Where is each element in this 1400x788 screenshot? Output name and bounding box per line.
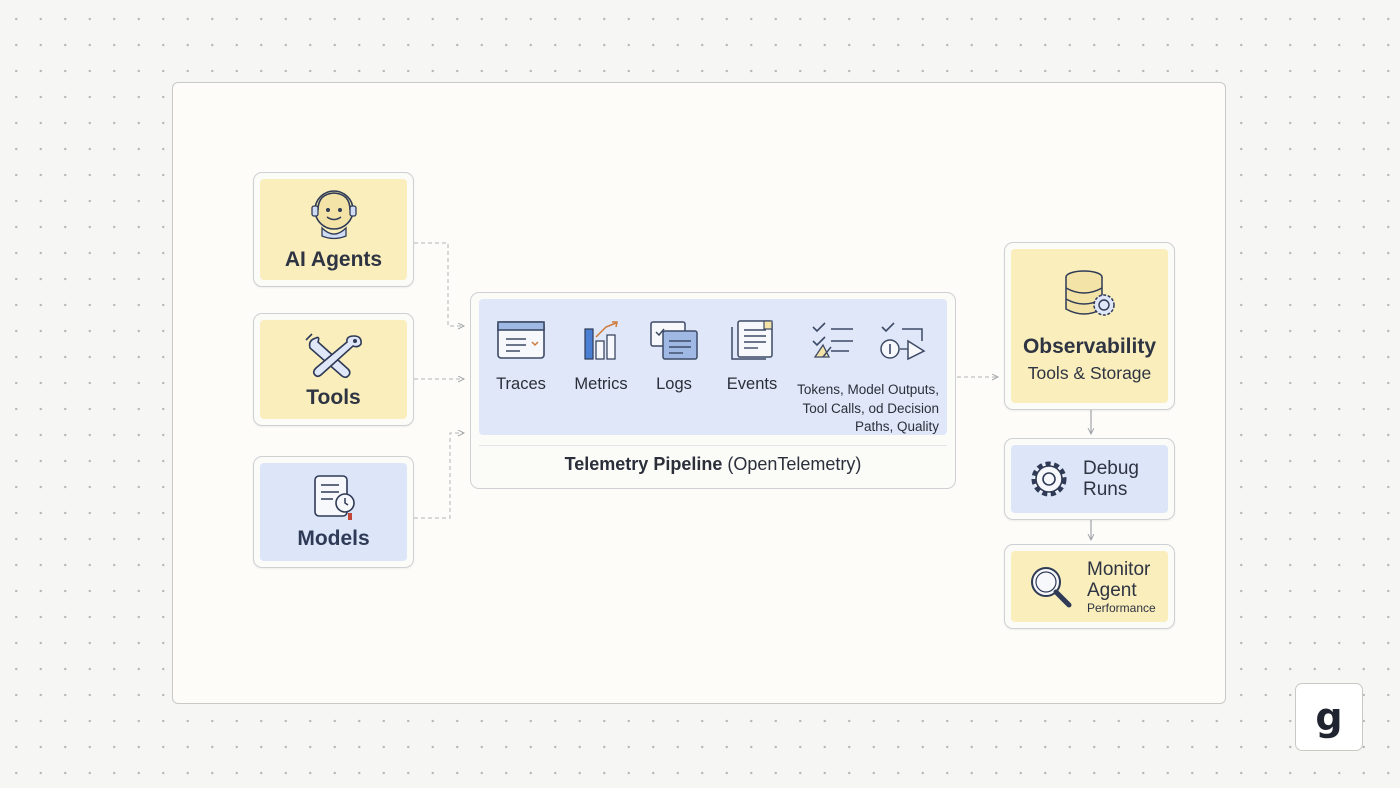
signal-traces-label: Traces — [496, 375, 546, 393]
checklist-icon — [809, 319, 857, 361]
debug-runs-fill: Debug Runs — [1011, 445, 1168, 513]
source-ai-agents-fill: AI Agents — [260, 179, 407, 280]
stacked-windows-icon — [649, 319, 699, 361]
observability-title: Observability — [1022, 334, 1157, 358]
monitor-performance-text: Monitor Agent Performance — [1087, 559, 1156, 615]
source-models-card[interactable]: Models — [253, 456, 414, 568]
signal-decision-icon-wrap — [877, 319, 929, 361]
source-ai-agents-card[interactable]: AI Agents — [253, 172, 414, 287]
signal-tokens-icon-wrap — [807, 319, 859, 361]
bar-chart-icon — [580, 319, 622, 361]
pipeline-subtitle: (OpenTelemetry) — [727, 453, 862, 474]
signal-extra-line2: Tool Calls, od Decision — [802, 400, 939, 416]
monitor-performance-card[interactable]: Monitor Agent Performance — [1004, 544, 1175, 629]
monitor-line1: Monitor — [1087, 558, 1151, 580]
brand-logo-letter: g — [1315, 695, 1343, 739]
monitor-line3: Performance — [1087, 600, 1156, 615]
source-tools-label: Tools — [306, 385, 361, 409]
robot-head-icon — [306, 188, 362, 242]
signal-logs[interactable]: Logs — [647, 319, 701, 394]
signal-metrics-label: Metrics — [574, 375, 628, 393]
source-ai-agents-label: AI Agents — [284, 247, 383, 271]
source-tools-card[interactable]: Tools — [253, 313, 414, 426]
signal-events[interactable]: Events — [719, 319, 785, 394]
observability-fill: Observability Tools & Storage — [1011, 249, 1168, 403]
telemetry-pipeline-title-bar: Telemetry Pipeline (OpenTelemetry) — [479, 445, 947, 482]
signal-extra-line3: Paths, Quality — [854, 419, 939, 434]
debug-runs-line1: Debug — [1083, 458, 1139, 479]
monitor-performance-fill: Monitor Agent Performance — [1011, 551, 1168, 622]
telemetry-signals-panel: Traces Metrics — [479, 299, 947, 435]
source-models-fill: Models — [260, 463, 407, 561]
pipeline-title: Telemetry Pipeline — [564, 453, 723, 474]
signal-metrics[interactable]: Metrics — [568, 319, 634, 394]
signal-logs-label: Logs — [656, 375, 692, 393]
signal-extra-label: Tokens, Model Outputs, Tool Calls, od De… — [791, 381, 939, 437]
decision-path-icon — [878, 319, 928, 361]
source-models-label: Models — [297, 527, 370, 550]
signal-traces[interactable]: Traces — [493, 319, 549, 394]
signal-events-label: Events — [726, 375, 778, 393]
debug-runs-text: Debug Runs — [1083, 458, 1139, 500]
browser-window-icon — [496, 319, 546, 361]
document-pages-icon — [728, 319, 776, 361]
monitor-line2: Agent — [1087, 579, 1137, 601]
brand-logo-button[interactable]: g — [1295, 683, 1363, 751]
wrench-screwdriver-icon — [302, 330, 366, 380]
database-gear-icon — [1062, 269, 1118, 321]
gear-icon — [1027, 457, 1071, 501]
observability-card[interactable]: Observability Tools & Storage — [1004, 242, 1175, 410]
document-clock-icon — [309, 473, 359, 521]
telemetry-pipeline-card[interactable]: Traces Metrics — [470, 292, 956, 489]
debug-runs-card[interactable]: Debug Runs — [1004, 438, 1175, 520]
signal-extra-line1: Tokens, Model Outputs, — [797, 382, 939, 397]
magnifier-icon — [1027, 564, 1075, 610]
debug-runs-line2: Runs — [1083, 479, 1128, 500]
source-tools-fill: Tools — [260, 320, 407, 419]
observability-subtitle: Tools & Storage — [1027, 362, 1152, 383]
